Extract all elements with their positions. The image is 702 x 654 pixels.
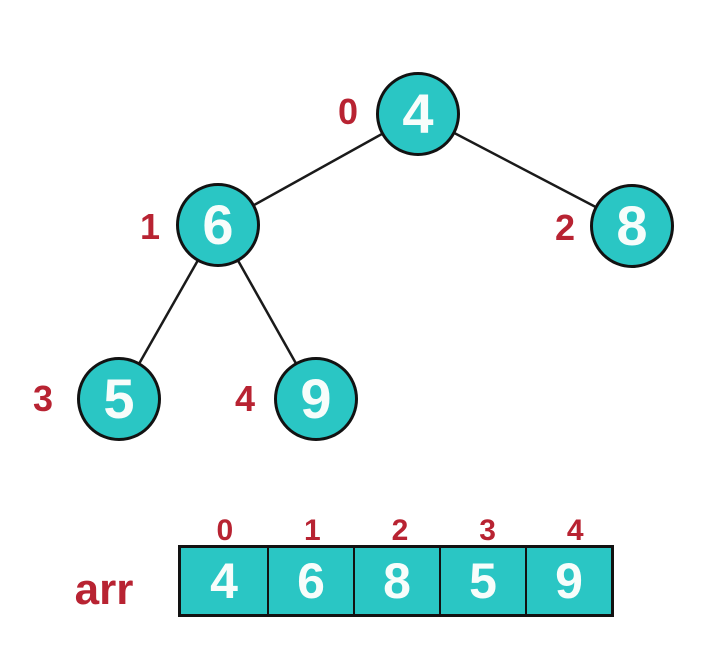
array-index-2: 2 — [391, 514, 409, 547]
array-index-row: 0 1 2 3 4 — [181, 516, 619, 546]
node-index-label-3: 3 — [32, 378, 54, 419]
tree-node-left-left: 5 — [77, 357, 161, 441]
tree-node-left-right: 9 — [274, 357, 358, 441]
tree-node-value: 5 — [103, 367, 135, 430]
tree-node-value: 6 — [202, 193, 234, 256]
array-cell-3: 5 — [439, 548, 525, 614]
tree-node-value: 8 — [616, 194, 648, 257]
tree-node-right: 8 — [590, 184, 674, 268]
tree-node-left: 6 — [176, 183, 260, 267]
array-name-label: arr — [74, 565, 134, 614]
node-index-label-1: 1 — [139, 206, 161, 247]
tree-node-value: 9 — [300, 367, 332, 430]
node-index-label-2: 2 — [554, 207, 576, 248]
array-cell-2: 8 — [353, 548, 439, 614]
tree-node-value: 4 — [402, 82, 434, 145]
array-index-4: 4 — [566, 514, 584, 547]
node-index-label-0: 0 — [337, 91, 359, 132]
array-cell-4: 9 — [525, 548, 611, 614]
array-index-3: 3 — [479, 514, 496, 547]
array-cells: 4 6 8 5 9 — [178, 545, 614, 617]
array-index-1: 1 — [304, 514, 321, 547]
array-index-0: 0 — [216, 514, 234, 547]
tree-node-root: 4 — [376, 72, 460, 156]
array-cell-1: 6 — [267, 548, 353, 614]
array-cell-0: 4 — [181, 548, 267, 614]
node-index-label-4: 4 — [234, 378, 256, 419]
